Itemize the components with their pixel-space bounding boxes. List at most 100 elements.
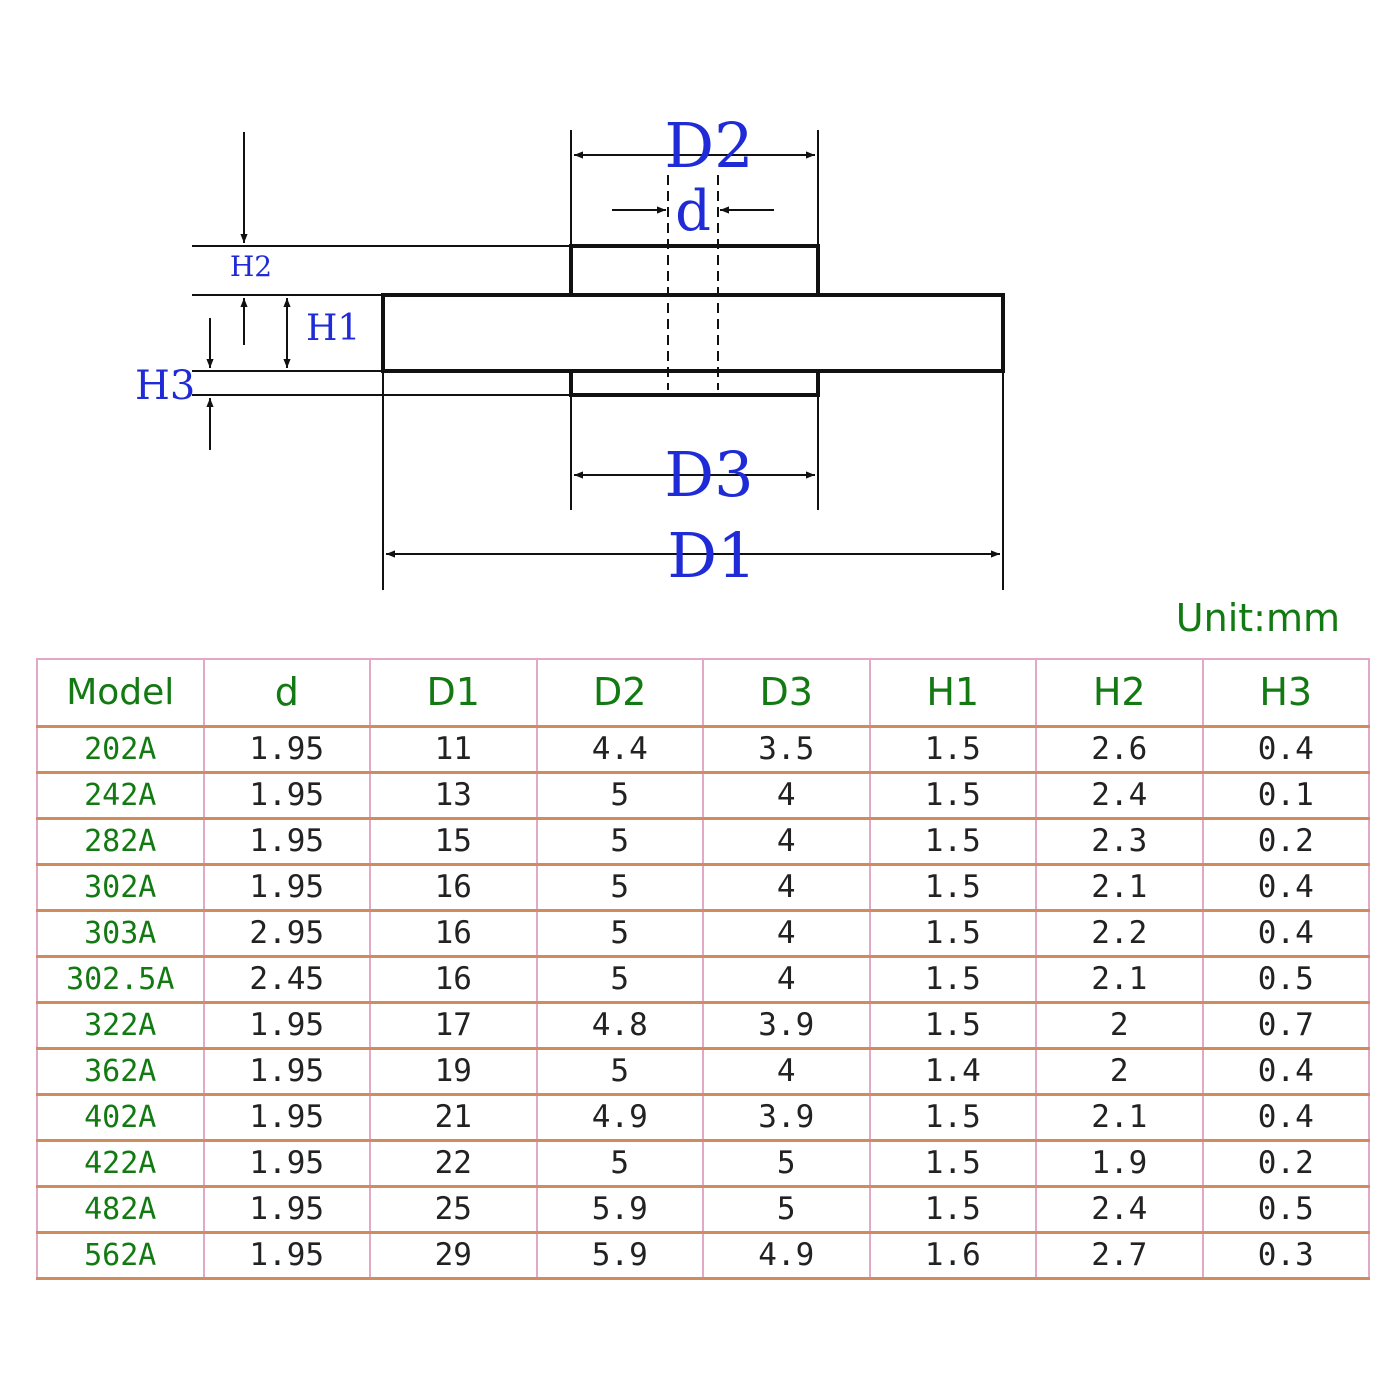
value-cell-d: 2.45 (202, 955, 371, 1004)
value-cell-h2: 2.1 (1035, 955, 1204, 1004)
value-cell-d2: 4.4 (535, 725, 704, 774)
value-cell-h3: 0.5 (1201, 955, 1370, 1004)
value-cell-d: 1.95 (202, 1047, 371, 1096)
top-boss (569, 244, 820, 297)
value-cell-h2: 1.9 (1035, 1139, 1204, 1188)
value-cell-d1: 25 (369, 1185, 538, 1234)
value-cell-h3: 0.4 (1201, 909, 1370, 958)
value-cell-d: 1.95 (202, 863, 371, 912)
value-cell-d1: 11 (369, 725, 538, 774)
value-cell-h3: 0.7 (1201, 1001, 1370, 1050)
value-cell-h2: 2.1 (1035, 863, 1204, 912)
value-cell-d: 1.95 (202, 1185, 371, 1234)
value-cell-h3: 0.3 (1201, 1231, 1370, 1280)
value-cell-d2: 5 (535, 817, 704, 866)
value-cell-d2: 5 (535, 909, 704, 958)
value-cell-h1: 1.5 (868, 1185, 1037, 1234)
value-cell-h1: 1.5 (868, 863, 1037, 912)
value-cell-h1: 1.5 (868, 771, 1037, 820)
value-cell-h3: 0.4 (1201, 863, 1370, 912)
value-cell-h2: 2.4 (1035, 771, 1204, 820)
value-cell-h3: 0.4 (1201, 1047, 1370, 1096)
model-cell: 322A (36, 1001, 205, 1050)
model-cell: 282A (36, 817, 205, 866)
model-cell: 562A (36, 1231, 205, 1280)
dimension-labels: D2 d D3 D1 H2 H1 H3 (135, 109, 757, 592)
value-cell-d3: 4 (702, 909, 871, 958)
value-cell-d: 1.95 (202, 817, 371, 866)
model-cell: 422A (36, 1139, 205, 1188)
value-cell-h1: 1.5 (868, 817, 1037, 866)
value-cell-h1: 1.5 (868, 1093, 1037, 1142)
value-cell-h3: 0.5 (1201, 1185, 1370, 1234)
value-cell-d2: 4.8 (535, 1001, 704, 1050)
value-cell-d: 1.95 (202, 1001, 371, 1050)
value-cell-h3: 0.2 (1201, 1139, 1370, 1188)
value-cell-d2: 4.9 (535, 1093, 704, 1142)
value-cell-d3: 4 (702, 1047, 871, 1096)
value-cell-h3: 0.4 (1201, 725, 1370, 774)
value-cell-d: 1.95 (202, 1093, 371, 1142)
value-cell-d2: 5 (535, 1139, 704, 1188)
value-cell-d1: 17 (369, 1001, 538, 1050)
value-cell-d2: 5 (535, 955, 704, 1004)
model-cell: 242A (36, 771, 205, 820)
value-cell-h2: 2.3 (1035, 817, 1204, 866)
value-cell-d2: 5 (535, 863, 704, 912)
value-cell-d1: 19 (369, 1047, 538, 1096)
value-cell-h1: 1.5 (868, 725, 1037, 774)
value-cell-h3: 0.4 (1201, 1093, 1370, 1142)
value-cell-d3: 4.9 (702, 1231, 871, 1280)
value-cell-d1: 16 (369, 863, 538, 912)
dimension-drawing: D2 d D3 D1 H2 H1 H3 (135, 109, 1005, 592)
value-cell-d: 1.95 (202, 725, 371, 774)
value-cell-h1: 1.4 (868, 1047, 1037, 1096)
value-cell-h1: 1.5 (868, 909, 1037, 958)
column-header-d1: D1 (369, 658, 538, 728)
column-header-h2: H2 (1035, 658, 1204, 728)
value-cell-h1: 1.6 (868, 1231, 1037, 1280)
model-cell: 202A (36, 725, 205, 774)
value-cell-d2: 5 (535, 771, 704, 820)
column-header-h1: H1 (868, 658, 1037, 728)
value-cell-d2: 5 (535, 1047, 704, 1096)
model-cell: 482A (36, 1185, 205, 1234)
dimension-lines (206, 132, 1000, 558)
column-header-d: d (202, 658, 371, 728)
label-d1: D1 (667, 519, 756, 592)
value-cell-h2: 2 (1035, 1047, 1204, 1096)
value-cell-d3: 3.9 (702, 1001, 871, 1050)
value-cell-h2: 2.7 (1035, 1231, 1204, 1280)
value-cell-d3: 3.9 (702, 1093, 871, 1142)
value-cell-h3: 0.1 (1201, 771, 1370, 820)
label-d2: D2 (664, 109, 753, 182)
value-cell-d3: 5 (702, 1139, 871, 1188)
bore-hidden-lines (667, 175, 719, 390)
column-header-h3: H3 (1201, 658, 1370, 728)
value-cell-h2: 2 (1035, 1001, 1204, 1050)
value-cell-d1: 13 (369, 771, 538, 820)
value-cell-d3: 4 (702, 817, 871, 866)
model-cell: 302.5A (36, 955, 205, 1004)
value-cell-d2: 5.9 (535, 1231, 704, 1280)
value-cell-d1: 15 (369, 817, 538, 866)
value-cell-h2: 2.4 (1035, 1185, 1204, 1234)
value-cell-h2: 2.2 (1035, 909, 1204, 958)
column-header-d3: D3 (702, 658, 871, 728)
value-cell-d1: 16 (369, 909, 538, 958)
value-cell-h1: 1.5 (868, 1139, 1037, 1188)
model-cell: 303A (36, 909, 205, 958)
